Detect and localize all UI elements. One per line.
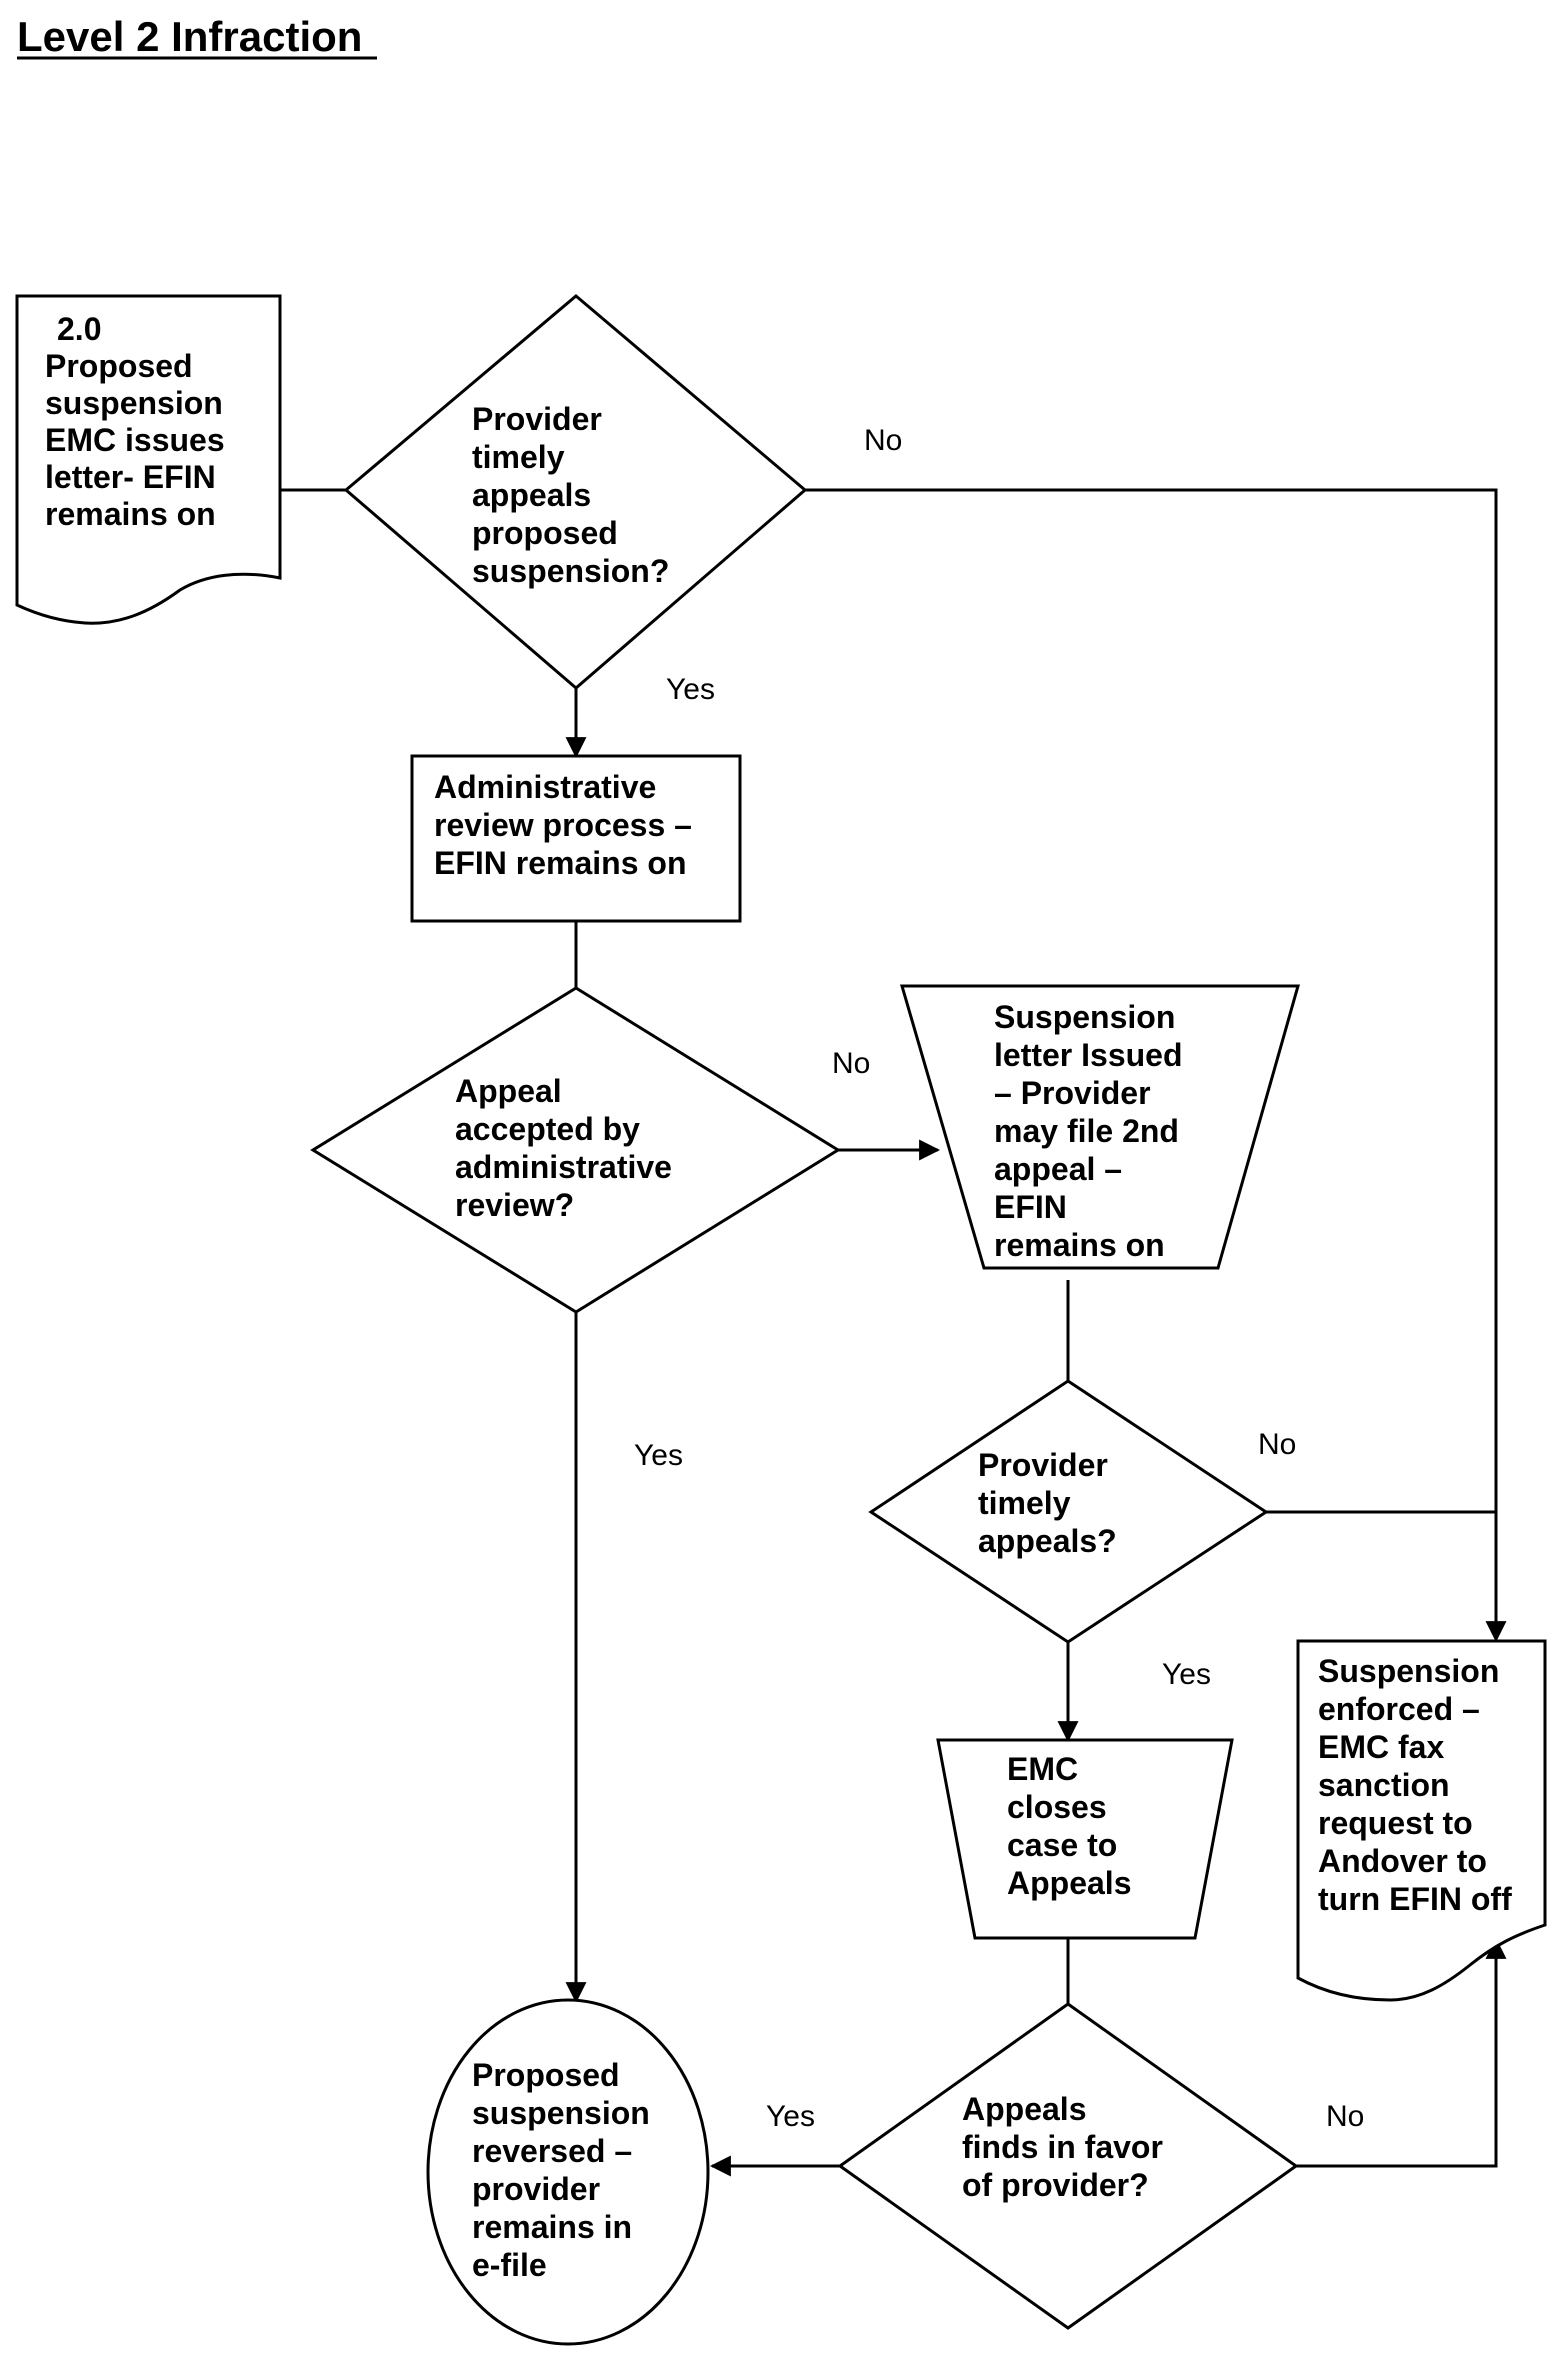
- reversed-text: Proposed suspension reversed – provider …: [472, 2057, 659, 2283]
- decision-d2-text: Appeal accepted by administrative review…: [455, 1073, 681, 1223]
- suspension-letter-text: Suspension letter Issued – Provider may …: [994, 999, 1191, 1263]
- closes-case-shape: [936, 1738, 1234, 1940]
- enforced-text: Suspension enforced – EMC fax sanction r…: [1318, 1653, 1512, 1917]
- edge-label-d2-yes: Yes: [634, 1439, 683, 1472]
- suspension-letter-shape: [900, 984, 1300, 1270]
- decision-d1-text: Provider timely appeals proposed suspens…: [472, 401, 669, 589]
- edge-label-d3-no: No: [1258, 1428, 1296, 1461]
- edge-label-d3-yes: Yes: [1162, 1658, 1211, 1691]
- decision-d3-shape: [868, 1379, 1269, 1644]
- edge-label-d4-no: No: [1326, 2100, 1364, 2133]
- decision-d2-shape: [310, 986, 841, 1314]
- connectors: [280, 488, 1507, 2177]
- edge-d1-no: [805, 488, 1507, 1643]
- edge-label-d4-yes: Yes: [766, 2100, 815, 2133]
- edge-label-d1-yes: Yes: [666, 673, 715, 706]
- closes-case-text: EMC closes case to Appeals: [1007, 1751, 1131, 1901]
- decision-d1-shape: [343, 294, 808, 690]
- start-text: 2.0 Proposed suspension EMC issues lette…: [45, 311, 234, 532]
- decision-d3-text: Provider timely appeals?: [978, 1447, 1117, 1559]
- start-document-shape: [15, 294, 282, 625]
- decision-d4-text: Appeals finds in favor of provider?: [962, 2091, 1172, 2203]
- admin-review-box: [410, 754, 742, 923]
- page-title: Level 2 Infraction: [17, 13, 362, 60]
- decision-d4-shape: [837, 2002, 1299, 2330]
- admin-review-text: Administrative review process – EFIN rem…: [434, 769, 701, 881]
- edge-d4-no: [1296, 1937, 1507, 2168]
- edge-label-d2-no: No: [832, 1047, 870, 1080]
- reversed-circle: [426, 1998, 710, 2346]
- edge-label-d1-no: No: [864, 424, 902, 457]
- enforced-document-shape: [1296, 1639, 1547, 2002]
